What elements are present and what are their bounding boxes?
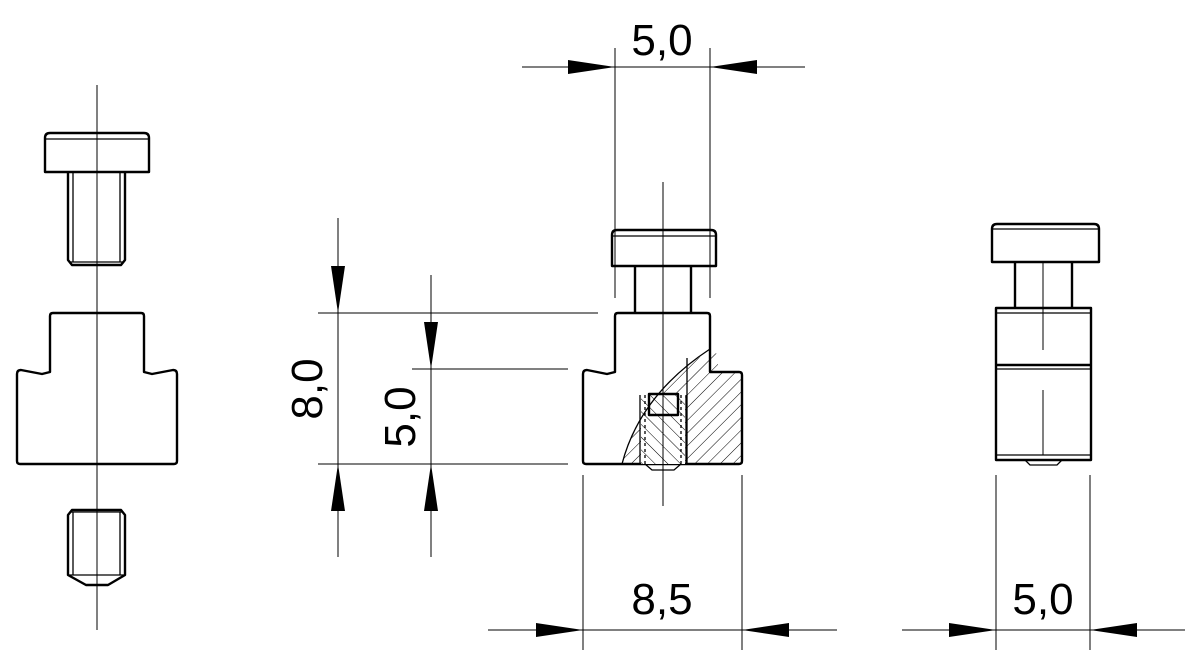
dimension-base-width: 8,5 [488,475,837,650]
dimension-overall-height: 8,0 [283,218,598,557]
exploded-view [15,85,179,630]
dim-label-top-width: 5,0 [631,16,692,65]
dimension-front-width: 5,0 [902,475,1185,650]
set-screw [66,508,127,587]
dim-label-base-width: 8,5 [631,575,692,624]
dim-label-overall-height: 8,0 [283,358,332,419]
side-view-section [581,182,744,506]
dimension-lower-height: 5,0 [376,275,568,557]
dimension-top-width: 5,0 [522,16,805,298]
t-slot-block [15,311,179,466]
cap-screw [43,131,151,267]
dim-label-front-width: 5,0 [1012,575,1073,624]
front-view [990,222,1101,466]
dim-label-lower-height: 5,0 [376,386,425,447]
